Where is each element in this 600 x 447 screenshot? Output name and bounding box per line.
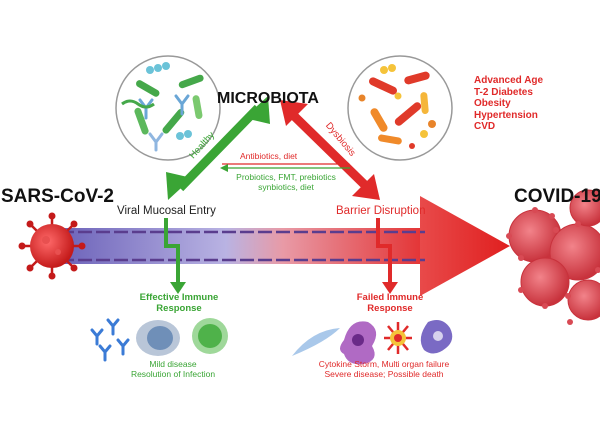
failed-immune-cells-icon <box>292 320 453 365</box>
failed-response-line-2: Response <box>367 303 413 314</box>
effective-response-line-1: Effective Immune <box>139 292 219 303</box>
dysbiosis-arrow <box>280 100 380 200</box>
probiotics-label-line-2: synbiotics, diet <box>258 181 314 192</box>
progression-band <box>55 196 510 296</box>
mild-outcome-line-2: Resolution of Infection <box>130 368 216 379</box>
risk-factor-item: Hypertension <box>474 109 538 121</box>
healthy-path-connector <box>164 218 186 294</box>
covid-19-label: COVID-19 <box>514 186 600 207</box>
covid-19-virus-cluster-icon <box>506 189 600 325</box>
mild-outcome-line-1: Mild disease <box>149 359 197 369</box>
barrier-disruption-label: Barrier Disruption <box>336 205 426 217</box>
microbiota-title: MICROBIOTA <box>217 90 319 107</box>
effective-immune-response-label: Effective Immune Response <box>124 292 234 314</box>
failed-immune-response-label: Failed Immune Response <box>340 292 440 314</box>
healthy-immune-cells-icon <box>90 318 228 362</box>
risk-factor-item: T-2 Diabetes <box>474 86 533 98</box>
mild-outcome-label: Mild disease Resolution of Infection <box>118 359 228 380</box>
risk-factor-item: CVD <box>474 121 496 132</box>
effective-response-line-2: Response <box>156 303 202 314</box>
sars-cov-2-virus-icon <box>18 212 86 280</box>
risk-factors-list: Advanced Age T-2 Diabetes Obesity Hypert… <box>474 75 543 133</box>
probiotics-label: Probiotics, FMT, prebiotics synbiotics, … <box>223 172 349 193</box>
severe-outcome-line-2: Severe disease; Possible death <box>324 368 444 379</box>
dysbiotic-microbiota-circle <box>347 55 453 161</box>
severe-outcome-label: Cytokine Storm, Multi organ failure Seve… <box>304 359 464 380</box>
healthy-arrow <box>166 96 270 200</box>
risk-factor-item: Advanced Age <box>474 75 544 86</box>
risk-factor-item: Obesity <box>474 98 511 109</box>
antibiotics-diet-label: Antibiotics, diet <box>240 151 298 161</box>
failed-response-line-1: Failed Immune <box>356 292 424 303</box>
failed-path-connector <box>376 218 398 294</box>
viral-mucosal-entry-label: Viral Mucosal Entry <box>117 205 216 217</box>
middle-arrows <box>220 160 350 172</box>
sars-cov-2-label: SARS-CoV-2 <box>1 186 114 207</box>
healthy-microbiota-circle <box>115 55 221 161</box>
probiotics-label-line-1: Probiotics, FMT, prebiotics <box>236 172 336 182</box>
severe-outcome-line-1: Cytokine Storm, Multi organ failure <box>318 359 450 369</box>
